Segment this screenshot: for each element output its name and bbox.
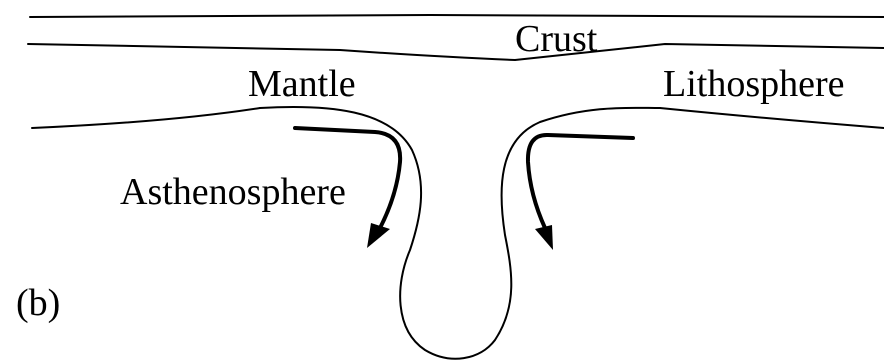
right-flow-arrow — [528, 135, 633, 250]
panel-label: (b) — [16, 282, 60, 324]
lithosphere-drip-outline — [260, 107, 660, 359]
right-flow-arrowhead — [535, 225, 553, 250]
asthenosphere-label: Asthenosphere — [120, 171, 346, 213]
lithosphere-label: Lithosphere — [663, 63, 845, 105]
right-flow-arrow-shaft — [528, 135, 633, 228]
crust-label: Crust — [515, 18, 598, 60]
left-flow-arrowhead — [367, 223, 390, 248]
surface-line — [30, 15, 884, 17]
lithosphere-base-left — [32, 108, 260, 128]
mantle-label: Mantle — [248, 63, 356, 105]
crust-base-line — [28, 44, 884, 60]
lithosphere-base-right — [660, 108, 884, 128]
